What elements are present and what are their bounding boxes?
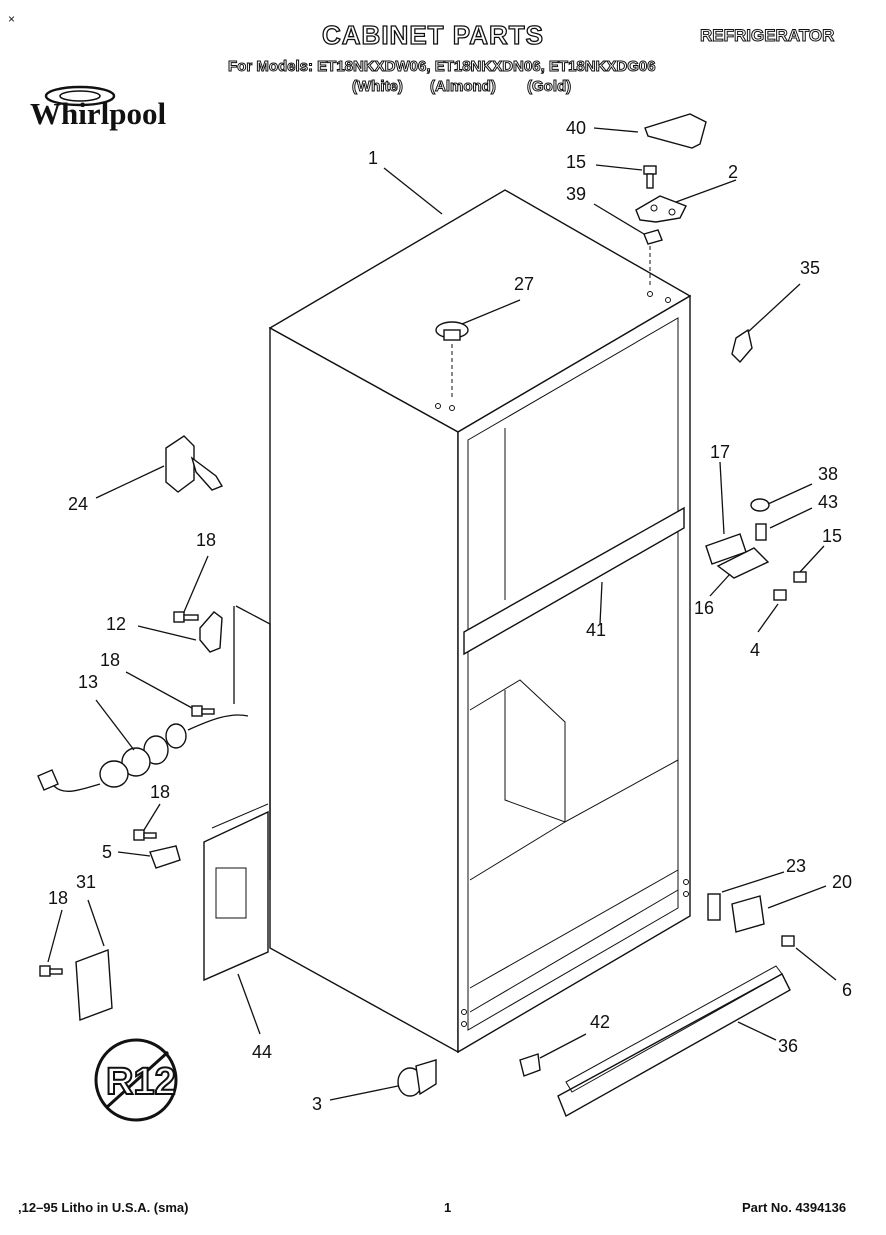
screw-15-right-part — [793, 571, 807, 583]
leader-lines — [47, 127, 837, 1101]
callout-17: 17 — [710, 442, 730, 462]
callout-18-b: 18 — [100, 650, 120, 670]
footer-part-number: Part No. 4394136 — [742, 1200, 847, 1215]
shim-23-part — [707, 893, 721, 921]
callout-36: 36 — [778, 1036, 798, 1056]
power-cord-part — [37, 714, 249, 792]
footer-litho: ,12–95 Litho in U.S.A. (sma) — [18, 1200, 189, 1215]
screw-18c-part — [133, 829, 157, 841]
pin-43-part — [755, 523, 767, 541]
whirlpool-logo: Whirlpool — [22, 84, 202, 164]
cord-clip-5-part — [149, 845, 181, 869]
callout-5: 5 — [102, 842, 112, 862]
center-hinge-16-part — [716, 547, 770, 579]
callout-16: 16 — [694, 598, 714, 618]
screw-18a-part — [173, 611, 199, 623]
callout-35: 35 — [800, 258, 820, 278]
machine-compartment-panel-part — [203, 803, 269, 982]
callout-40: 40 — [566, 118, 586, 138]
grille-clip-42-part — [519, 1053, 541, 1077]
category-label: REFRIGERATOR — [699, 26, 835, 46]
cover-31-part — [75, 949, 113, 1021]
screw-18b-part — [191, 705, 215, 717]
callout-18-c: 18 — [150, 782, 170, 802]
corner-mark: × — [8, 12, 16, 26]
callout-31: 31 — [76, 872, 96, 892]
callout-44: 44 — [252, 1042, 272, 1062]
screw-4-part — [773, 589, 787, 601]
footer-page-number: 1 — [444, 1200, 452, 1215]
callout-2: 2 — [728, 162, 738, 182]
callout-1: 1 — [368, 148, 378, 168]
callout-27: 27 — [514, 274, 534, 294]
callout-12: 12 — [106, 614, 126, 634]
hinge-screw-part — [643, 165, 657, 189]
callout-38: 38 — [818, 464, 838, 484]
callout-3: 3 — [312, 1094, 322, 1114]
screw-6-part — [781, 935, 795, 947]
leveling-leg-part — [165, 435, 224, 493]
color-white: (White) — [352, 78, 404, 96]
callout-42: 42 — [590, 1012, 610, 1032]
color-almond: (Almond) — [430, 78, 497, 96]
top-hinge-part — [635, 195, 687, 223]
callout-43: 43 — [818, 492, 838, 512]
callout-20: 20 — [832, 872, 852, 892]
bottom-hinge-20-part — [731, 895, 765, 933]
screw-18d-part — [39, 965, 63, 977]
callout-18-d: 18 — [48, 888, 68, 908]
callout-18-a: 18 — [196, 530, 216, 550]
washer-38-part — [750, 498, 770, 512]
plug-button-part — [435, 321, 469, 398]
toe-grille-part — [557, 965, 791, 1118]
callout-6: 6 — [842, 980, 852, 1000]
hinge-shim-part — [643, 229, 663, 288]
callout-13: 13 — [78, 672, 98, 692]
callout-15-right: 15 — [822, 526, 842, 546]
top-hinge-cover-part — [644, 113, 707, 149]
models-line: For Models: ET18NKXDW06, ET18NKXDN06, ET… — [228, 58, 657, 76]
cabinet-body — [268, 189, 692, 1054]
r12-stamp: R12 — [94, 1038, 178, 1122]
roller-3-part — [397, 1059, 437, 1097]
callout-15-top: 15 — [566, 152, 586, 172]
brand-name: Whirlpool — [30, 96, 166, 131]
callout-39: 39 — [566, 184, 586, 204]
hinge-pin-cover-part — [731, 328, 753, 364]
callout-23: 23 — [786, 856, 806, 876]
callout-24: 24 — [68, 494, 88, 514]
color-gold: (Gold) — [526, 78, 572, 96]
r12-text: R12 — [106, 1061, 176, 1103]
page-title: CABINET PARTS — [321, 19, 544, 50]
callout-4: 4 — [750, 640, 760, 660]
clip-12-part — [199, 611, 223, 653]
callout-41: 41 — [586, 620, 606, 640]
bracket-wire-part — [233, 605, 271, 880]
